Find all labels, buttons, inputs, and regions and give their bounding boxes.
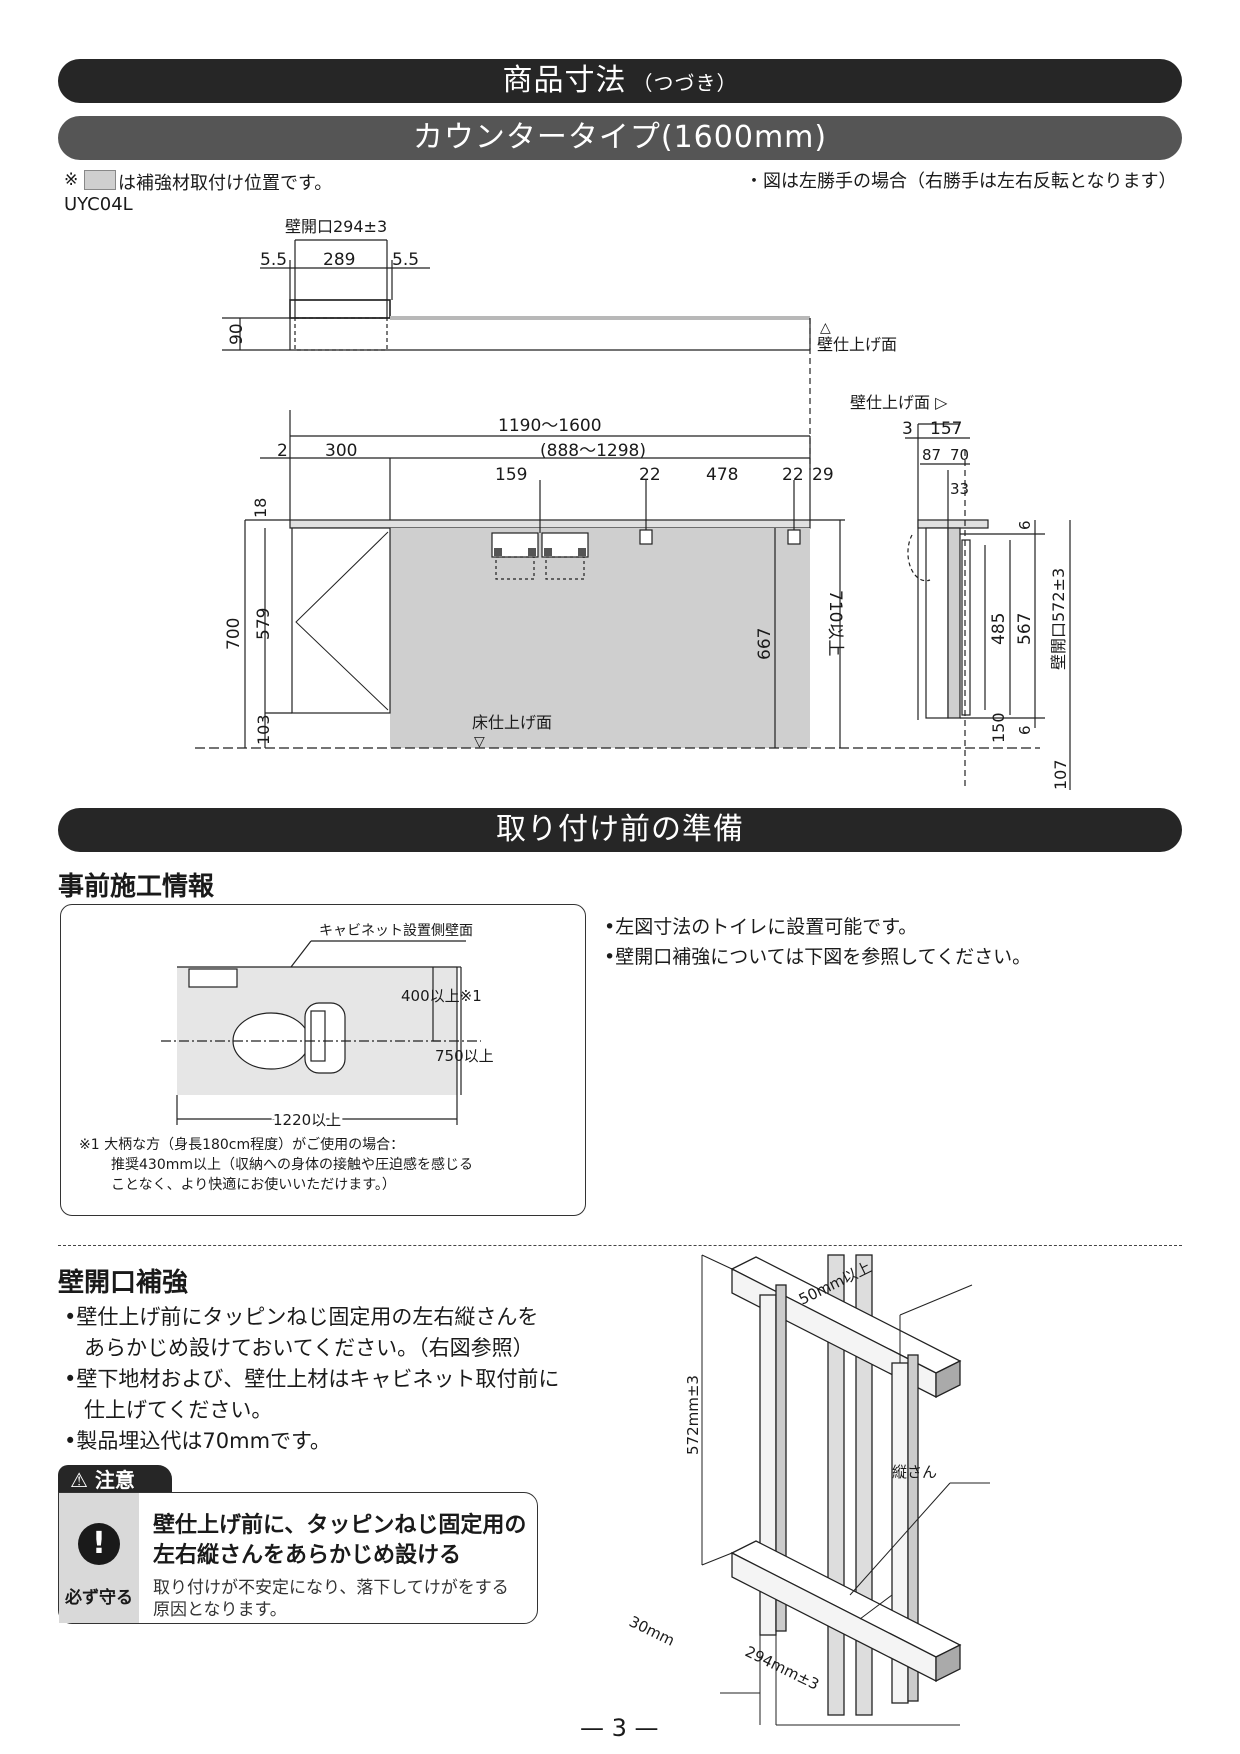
reinforce-bullet-2a: •壁下地材および、壁仕上材はキャビネット取付前に	[64, 1367, 560, 1391]
room-plan-box: キャビネット設置側壁面 400以上※1 750以上 1220以上 ※1 大柄な方…	[60, 904, 586, 1216]
caution-body-1: 取り付けが不安定になり、落下してけがをする	[153, 1578, 509, 1598]
dim-6-bottom: 6	[1016, 725, 1034, 735]
prep-bullet-2: •壁開口補強については下図を参照してください。	[604, 946, 1032, 968]
caution-box: ! 必ず守る 壁仕上げ前に、タッピンねじ固定用の 左右縦さんをあらかじめ設ける …	[58, 1492, 538, 1624]
side-wall-finish-label: 壁仕上げ面 ▷	[850, 393, 948, 412]
dim-888-1298: (888〜1298)	[540, 441, 646, 461]
dim-294mm: 294mm±3	[742, 1642, 822, 1693]
dim-400-min: 400以上※1	[401, 987, 482, 1005]
floor-finish-label: 床仕上げ面	[472, 713, 552, 732]
caution-icon-panel: ! 必ず守る	[59, 1493, 139, 1623]
dim-22-right: 22	[782, 465, 804, 485]
dim-700: 700	[224, 618, 244, 650]
reinforce-bullet-3: •製品埋込代は70mmです。	[64, 1429, 331, 1453]
dim-30mm: 30mm	[626, 1612, 677, 1649]
prep-info-heading: 事前施工情報	[58, 872, 215, 902]
reinforce-bullet-2b: 仕上げてください。	[84, 1398, 273, 1422]
model-number: UYC04L	[64, 194, 133, 215]
must-follow-label: 必ず守る	[65, 1588, 133, 1608]
caution-title-2: 左右縦さんをあらかじめ設ける	[153, 1543, 462, 1568]
dim-667: 667	[755, 628, 775, 660]
dim-70: 70	[950, 446, 969, 464]
reinforce-bullet-1b: あらかじめ設けておいてください。（右図参照）	[84, 1336, 534, 1360]
tri-mark: △	[820, 320, 831, 336]
caution-body-2: 原因となります。	[153, 1600, 287, 1620]
dim-300: 300	[325, 441, 357, 461]
reinforcement-frame-diagram: 50mm以上 572mm±3 縦さん 30mm 294mm±3	[626, 1254, 990, 1726]
asterisk-mark: ※	[64, 170, 79, 190]
reinforce-bullet-1a: •壁仕上げ前にタッピンねじ固定用の左右縦さんを	[64, 1305, 539, 1329]
dim-1190-1600: 1190〜1600	[498, 416, 602, 436]
section-banner-prep: 取り付け前の準備	[58, 808, 1182, 852]
banner-title: 商品寸法	[502, 63, 627, 98]
section-banner-product-dims: 商品寸法（つづき）	[58, 59, 1182, 103]
caution-tab: ⚠ 注意	[58, 1465, 172, 1495]
prep-bullet-1: •左図寸法のトイレに設置可能です。	[604, 916, 918, 938]
exclamation-icon: !	[78, 1523, 120, 1565]
dim-150: 150	[989, 712, 1008, 743]
dim-572mm: 572mm±3	[684, 1375, 702, 1455]
dim-29: 29	[812, 465, 834, 485]
dim-33: 33	[950, 480, 969, 498]
dim-wall-opening-294: 壁開口294±3	[285, 217, 387, 236]
dim-5-5-right: 5.5	[392, 250, 419, 270]
page-number: — 3 —	[580, 1714, 659, 1742]
reinforce-note: は補強材取付け位置です。	[118, 173, 333, 194]
dim-157: 157	[930, 419, 962, 439]
tate-label: 縦さん	[892, 1463, 937, 1481]
dim-87: 87	[922, 446, 941, 464]
dim-wall-opening-572: 壁開口572±3	[1049, 568, 1068, 670]
dim-90: 90	[227, 323, 247, 345]
dim-478: 478	[706, 465, 738, 485]
dim-6-top: 6	[1016, 520, 1034, 530]
banner-subtitle: （つづき）	[632, 71, 738, 95]
dim-289: 289	[323, 250, 355, 270]
reinforce-heading: 壁開口補強	[58, 1268, 189, 1298]
section-banner-counter-type: カウンタータイプ(1600mm)	[58, 116, 1182, 160]
dim-3: 3	[902, 419, 913, 439]
dim-579: 579	[254, 608, 274, 640]
dim-5-5-left: 5.5	[260, 250, 287, 270]
banner-title: カウンタータイプ(1600mm)	[412, 120, 828, 155]
dim-18: 18	[251, 498, 270, 518]
dim-22-left: 22	[639, 465, 661, 485]
reinforce-swatch-icon	[84, 170, 116, 190]
caution-tab-label: 注意	[94, 1468, 135, 1492]
dim-750-min: 750以上	[435, 1047, 494, 1065]
dim-485: 485	[989, 613, 1009, 645]
left-hand-note: ・図は左勝手の場合（右勝手は左右反転となります）	[745, 171, 1177, 192]
note-line-2: 推奨430mm以上（収納への身体の接触や圧迫感を感じる	[111, 1156, 473, 1173]
floor-tri-mark: ▽	[474, 734, 485, 750]
dim-1220-min: 1220以上	[273, 1111, 341, 1129]
note-line-1: ※1 大柄な方（身長180cm程度）がご使用の場合：	[79, 1136, 404, 1153]
warning-icon: ⚠	[70, 1468, 88, 1492]
dim-159: 159	[495, 465, 527, 485]
dim-2: 2	[277, 441, 288, 461]
note-line-3: ことなく、より快適にお使いいただけます。）	[111, 1176, 396, 1193]
banner-title: 取り付け前の準備	[496, 812, 744, 847]
cabinet-wall-label: キャビネット設置側壁面	[319, 923, 473, 939]
section-divider	[58, 1245, 1182, 1246]
dim-107: 107	[1051, 759, 1070, 790]
dim-103: 103	[254, 714, 273, 745]
wall-finish-label: 壁仕上げ面	[817, 335, 897, 354]
caution-title-1: 壁仕上げ前に、タッピンねじ固定用の	[153, 1513, 527, 1538]
room-plan-diagram: キャビネット設置側壁面 400以上※1 750以上 1220以上 ※1 大柄な方…	[79, 923, 494, 1193]
dim-710-min: 710以上	[825, 590, 845, 656]
dim-567: 567	[1015, 613, 1035, 645]
dimension-drawing: 壁開口294±3 5.5 289 5.5 90 △ 壁仕上げ面 1190〜160…	[195, 217, 1071, 790]
